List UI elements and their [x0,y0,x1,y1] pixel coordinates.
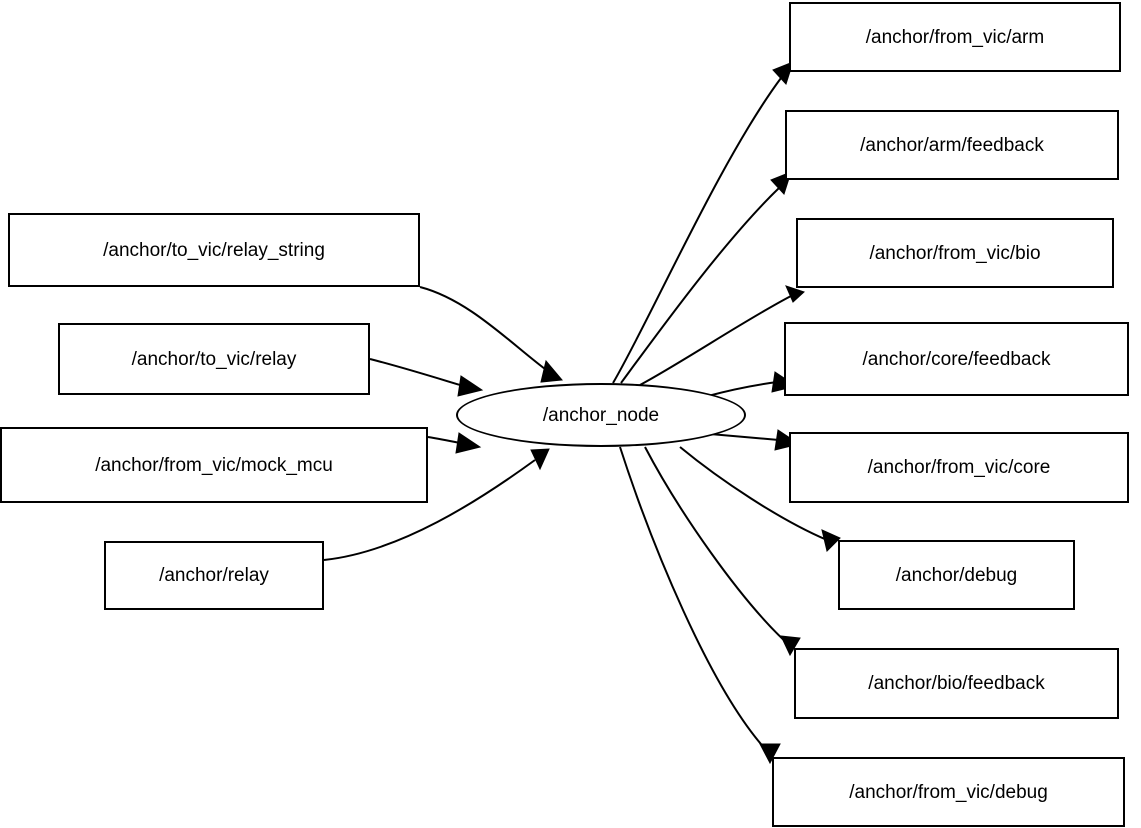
topic-box-subscriber-5[interactable]: /anchor/debug [838,540,1075,610]
topic-box-subscriber-4[interactable]: /anchor/from_vic/core [789,432,1129,503]
topic-box-subscriber-7[interactable]: /anchor/from_vic/debug [772,757,1125,827]
topic-box-subscriber-2-label: /anchor/from_vic/bio [869,242,1041,264]
edge-out-6-arrowhead-icon [780,635,801,657]
edge-in-1 [369,358,464,387]
topic-box-subscriber-0[interactable]: /anchor/from_vic/arm [789,2,1121,72]
edge-out-1 [620,187,780,384]
topic-box-publisher-0-label: /anchor/to_vic/relay_string [103,239,325,261]
topic-box-subscriber-6[interactable]: /anchor/bio/feedback [794,648,1119,719]
topic-box-subscriber-2[interactable]: /anchor/from_vic/bio [796,218,1114,288]
topic-box-subscriber-0-label: /anchor/from_vic/arm [865,26,1045,48]
edge-in-0-arrowhead-icon [540,359,563,383]
edge-in-2 [427,436,461,444]
edge-in-3-arrowhead-icon [530,448,550,471]
topic-box-subscriber-5-label: /anchor/debug [895,564,1018,586]
topic-box-publisher-0[interactable]: /anchor/to_vic/relay_string [8,213,420,287]
edge-out-4 [709,433,780,441]
incoming-edges [323,286,563,561]
edge-out-3 [707,381,778,397]
topic-box-subscriber-1-label: /anchor/arm/feedback [860,134,1044,156]
topic-box-publisher-3-label: /anchor/relay [159,565,269,586]
edge-out-7 [619,446,769,753]
edge-in-0 [419,286,550,373]
topic-box-subscriber-1[interactable]: /anchor/arm/feedback [785,110,1119,180]
edge-out-5-arrowhead-icon [821,529,841,552]
edge-out-5 [679,446,828,541]
topic-box-subscriber-7-label: /anchor/from_vic/debug [849,781,1048,803]
topic-box-subscriber-3-label: /anchor/core/feedback [862,348,1051,370]
outgoing-edges [612,61,841,765]
node-anchor-node-label: /anchor_node [542,404,660,426]
edge-out-7-arrowhead-icon [759,743,781,765]
edge-out-0-arrowhead-icon [772,61,794,85]
edge-in-1-arrowhead-icon [457,375,484,397]
edge-out-6 [644,446,789,645]
topic-box-publisher-2[interactable]: /anchor/from_vic/mock_mcu [0,427,428,503]
edge-out-0 [612,77,782,384]
topic-box-subscriber-4-label: /anchor/from_vic/core [867,457,1051,478]
topic-box-subscriber-3[interactable]: /anchor/core/feedback [784,322,1129,396]
edge-out-2 [639,295,792,386]
topic-box-publisher-2-label: /anchor/from_vic/mock_mcu [95,454,333,476]
edge-in-3 [323,459,536,561]
edge-in-2-arrowhead-icon [455,432,482,454]
topic-box-publisher-3[interactable]: /anchor/relay [104,541,324,610]
node-anchor-node[interactable]: /anchor_node [456,383,746,447]
topic-box-subscriber-6-label: /anchor/bio/feedback [868,673,1045,694]
topic-box-publisher-1[interactable]: /anchor/to_vic/relay [58,323,370,395]
edge-out-2-arrowhead-icon [785,285,805,303]
topic-box-publisher-1-label: /anchor/to_vic/relay [131,348,297,370]
